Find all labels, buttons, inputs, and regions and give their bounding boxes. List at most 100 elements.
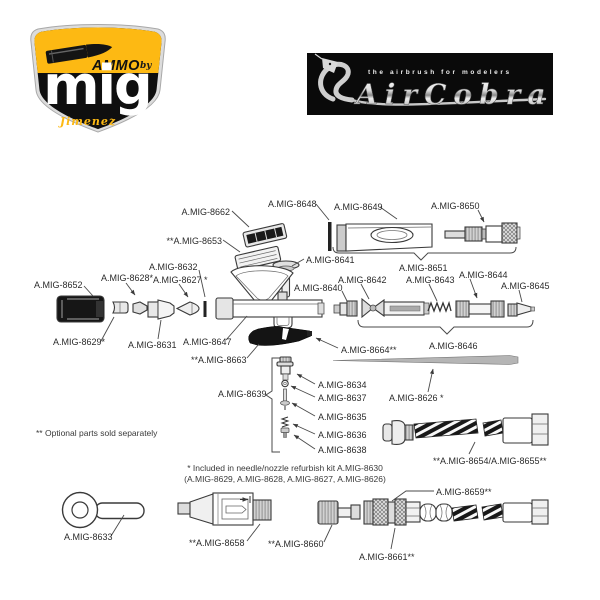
leader-8635 <box>291 402 316 417</box>
leader-8650 <box>477 209 485 223</box>
label-8648: A.MIG-8648 <box>268 199 317 209</box>
part-8654-hose <box>382 413 549 446</box>
label-8653: **A.MIG-8653 <box>166 236 222 246</box>
label-8632: A.MIG-8632 <box>149 262 198 272</box>
leader-8642 <box>360 283 370 300</box>
leader-8648 <box>315 203 330 221</box>
part-8637-o-ring <box>281 379 289 388</box>
part-8643-spring <box>427 300 452 313</box>
label-8654: **A.MIG-8654/A.MIG-8655** <box>433 456 547 466</box>
leader-8631 <box>157 319 162 340</box>
aircobra-tagline: the airbrush for modelers <box>368 69 512 76</box>
leader-8647 <box>225 315 248 341</box>
leader-8638 <box>293 434 316 450</box>
footnotes: ** Optional parts sold separately * Incl… <box>36 428 386 484</box>
part-8627-needle-cone <box>175 301 200 316</box>
parts-drawings <box>56 222 549 529</box>
leader-8629 <box>100 316 115 342</box>
label-8629: A.MIG-8629* <box>53 337 106 347</box>
part-8626-needle <box>332 355 519 365</box>
label-8639: A.MIG-8639 <box>218 389 267 399</box>
leader-8661 <box>390 527 396 550</box>
label-8658: **A.MIG-8658 <box>189 538 245 548</box>
bracket-8639 <box>265 357 280 453</box>
label-8634: A.MIG-8634 <box>318 380 367 390</box>
leader-8643 <box>428 283 438 302</box>
label-8662: A.MIG-8662 <box>181 207 230 217</box>
part-8638-valve-screw <box>280 427 290 438</box>
brace-8651 <box>332 246 517 261</box>
label-8651: A.MIG-8651 <box>399 263 448 273</box>
brace-8646 <box>357 319 534 335</box>
leader-8660 <box>323 524 333 543</box>
label-8635: A.MIG-8635 <box>318 412 367 422</box>
label-8631: A.MIG-8631 <box>128 340 177 350</box>
part-8645-end-knob <box>507 302 535 317</box>
leader-8654 <box>468 441 476 455</box>
label-8636: A.MIG-8636 <box>318 430 367 440</box>
part-labels: A.MIG-8662 **A.MIG-8653 A.MIG-8648 A.MIG… <box>34 199 550 562</box>
part-8658-moisture-trap <box>177 492 272 526</box>
label-8645: A.MIG-8645 <box>501 281 550 291</box>
label-8626: A.MIG-8626 * <box>389 393 444 403</box>
jimenez-script: Jimenez <box>58 115 116 128</box>
part-8635-valve-piston <box>280 388 290 410</box>
leader-8649 <box>379 206 398 220</box>
label-8641: A.MIG-8641 <box>306 255 355 265</box>
part-8662-cup-lid <box>242 223 288 248</box>
part-8631-nozzle-holder <box>147 299 175 320</box>
label-8661: A.MIG-8661** <box>359 552 415 562</box>
label-8646: A.MIG-8646 <box>429 341 478 351</box>
part-8642-needle-chuck <box>361 297 430 319</box>
label-8647: A.MIG-8647 <box>183 337 232 347</box>
part-8628-nozzle <box>132 301 148 315</box>
part-8632-pin <box>203 301 207 317</box>
label-8649: A.MIG-8649 <box>334 202 383 212</box>
part-8640-valve-connector <box>333 300 358 317</box>
leader-8653 <box>222 239 241 253</box>
part-8661-quick-coupler <box>363 498 453 526</box>
part-8663-trigger <box>248 326 312 346</box>
part-8664-washer <box>307 331 312 336</box>
mig-wordmark: mig <box>43 54 150 117</box>
leader-8662 <box>231 210 250 228</box>
part-8644-spring-guide <box>455 300 505 318</box>
leader-8652 <box>83 285 94 297</box>
leader-8658 <box>246 523 261 542</box>
part-8649-handle <box>336 223 433 252</box>
part-8636-valve-spring <box>280 416 290 428</box>
leader-8634 <box>296 373 316 385</box>
part-8650-needle-stop-set <box>444 222 521 244</box>
leader-lines <box>83 203 523 550</box>
label-8628: A.MIG-8628* <box>101 273 154 283</box>
leader-8636 <box>292 423 316 435</box>
ammo-wordmark: AMMO <box>91 58 140 74</box>
leader-8664 <box>315 337 339 349</box>
bullet-icon <box>45 44 113 64</box>
part-8648-rod <box>328 222 332 251</box>
leader-8633 <box>110 514 125 537</box>
ammo-by-text: by <box>140 61 152 71</box>
leader-8644 <box>469 278 478 299</box>
label-8644: A.MIG-8644 <box>459 270 508 280</box>
label-8664: A.MIG-8664** <box>341 345 397 355</box>
leader-8659 <box>391 490 434 502</box>
leader-8641 <box>291 258 305 267</box>
part-8652-needle-cap <box>56 295 105 323</box>
leader-8637 <box>290 385 316 398</box>
label-8640: A.MIG-8640 <box>294 283 343 293</box>
leader-8626 <box>427 368 434 393</box>
label-8660: **A.MIG-8660 <box>268 539 324 549</box>
leader-8663 <box>246 343 260 359</box>
label-8643: A.MIG-8643 <box>406 275 455 285</box>
part-8634-valve-body <box>276 356 294 381</box>
label-8638: A.MIG-8638 <box>318 445 367 455</box>
label-8627: A.MIG-8627 * <box>153 275 208 285</box>
label-8652: A.MIG-8652 <box>34 280 83 290</box>
part-8629-air-cap-ring <box>112 301 129 314</box>
label-8650: A.MIG-8650 <box>431 201 480 211</box>
label-8659: A.MIG-8659** <box>436 487 492 497</box>
label-8663: **A.MIG-8663 <box>191 355 247 365</box>
